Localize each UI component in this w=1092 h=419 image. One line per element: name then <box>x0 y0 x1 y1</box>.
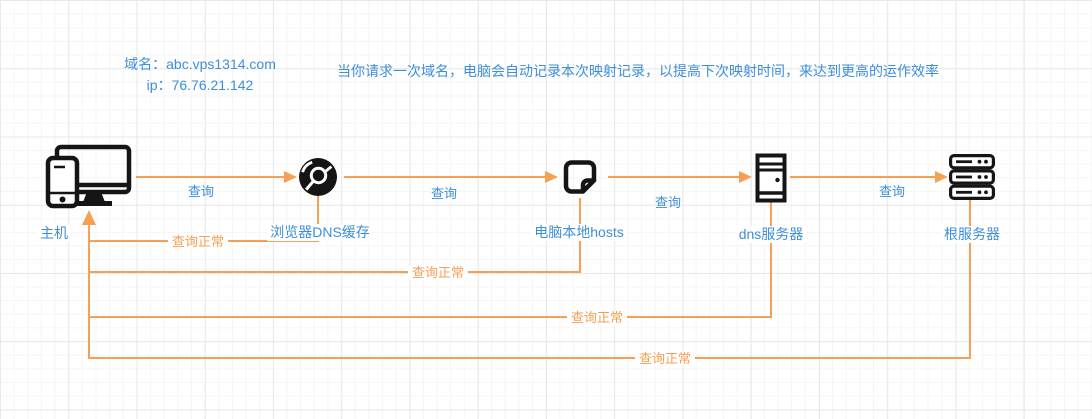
return-drop-dns-server <box>770 201 772 318</box>
edge-label-query-3: 查询 <box>654 195 682 210</box>
chrome-icon <box>299 158 337 196</box>
node-local-hosts[interactable] <box>559 156 601 198</box>
node-label-browser-cache[interactable]: 浏览器DNS缓存 <box>267 224 373 241</box>
tower-server-icon <box>755 153 787 203</box>
return-label-2: 查询正常 <box>407 265 469 280</box>
edge-query-1 <box>136 176 286 178</box>
node-browser-cache[interactable] <box>298 157 338 197</box>
domain-line: 域名：abc.vps1314.com <box>124 56 276 72</box>
arrowhead-query-1 <box>284 171 297 183</box>
return-line-dns-server <box>89 316 772 318</box>
edge-query-2 <box>344 176 546 178</box>
desktop-phone-icon <box>45 144 132 209</box>
ip-line: ip：76.76.21.142 <box>146 77 254 93</box>
node-label-local-hosts[interactable]: 电脑本地hosts <box>531 224 627 241</box>
note-page-icon <box>563 160 597 194</box>
edge-label-query-2: 查询 <box>430 186 458 201</box>
return-label-4: 查询正常 <box>634 351 696 366</box>
rack-server-icon <box>949 154 995 200</box>
return-drop-browser-cache <box>317 196 319 242</box>
return-riser-line <box>88 224 90 359</box>
node-dns-server[interactable] <box>755 153 787 203</box>
return-label-1: 查询正常 <box>167 234 229 249</box>
edge-query-4 <box>790 176 936 178</box>
node-host[interactable] <box>45 142 133 210</box>
note-text: 当你请求一次域名，电脑会自动记录本次映射记录，以提高下次映射时间，来达到更高的运… <box>337 63 939 79</box>
edge-query-3 <box>608 176 740 178</box>
node-label-root-server[interactable]: 根服务器 <box>941 226 1003 243</box>
return-line-local-hosts <box>89 271 581 273</box>
edge-label-query-1: 查询 <box>187 184 215 199</box>
arrowhead-query-4 <box>935 171 948 183</box>
arrowhead-query-2 <box>545 171 558 183</box>
arrowhead-return-host <box>82 210 96 225</box>
domain-info: 域名：abc.vps1314.com ip：76.76.21.142 <box>115 54 285 96</box>
arrowhead-query-3 <box>739 171 752 183</box>
return-label-3: 查询正常 <box>566 310 628 325</box>
return-line-root-server <box>89 357 971 359</box>
node-label-host[interactable]: 主机 <box>37 225 71 242</box>
edge-label-query-4: 查询 <box>878 184 906 199</box>
node-root-server[interactable] <box>949 154 995 200</box>
node-label-dns-server[interactable]: dns服务器 <box>735 226 807 243</box>
return-drop-root-server <box>969 199 971 359</box>
